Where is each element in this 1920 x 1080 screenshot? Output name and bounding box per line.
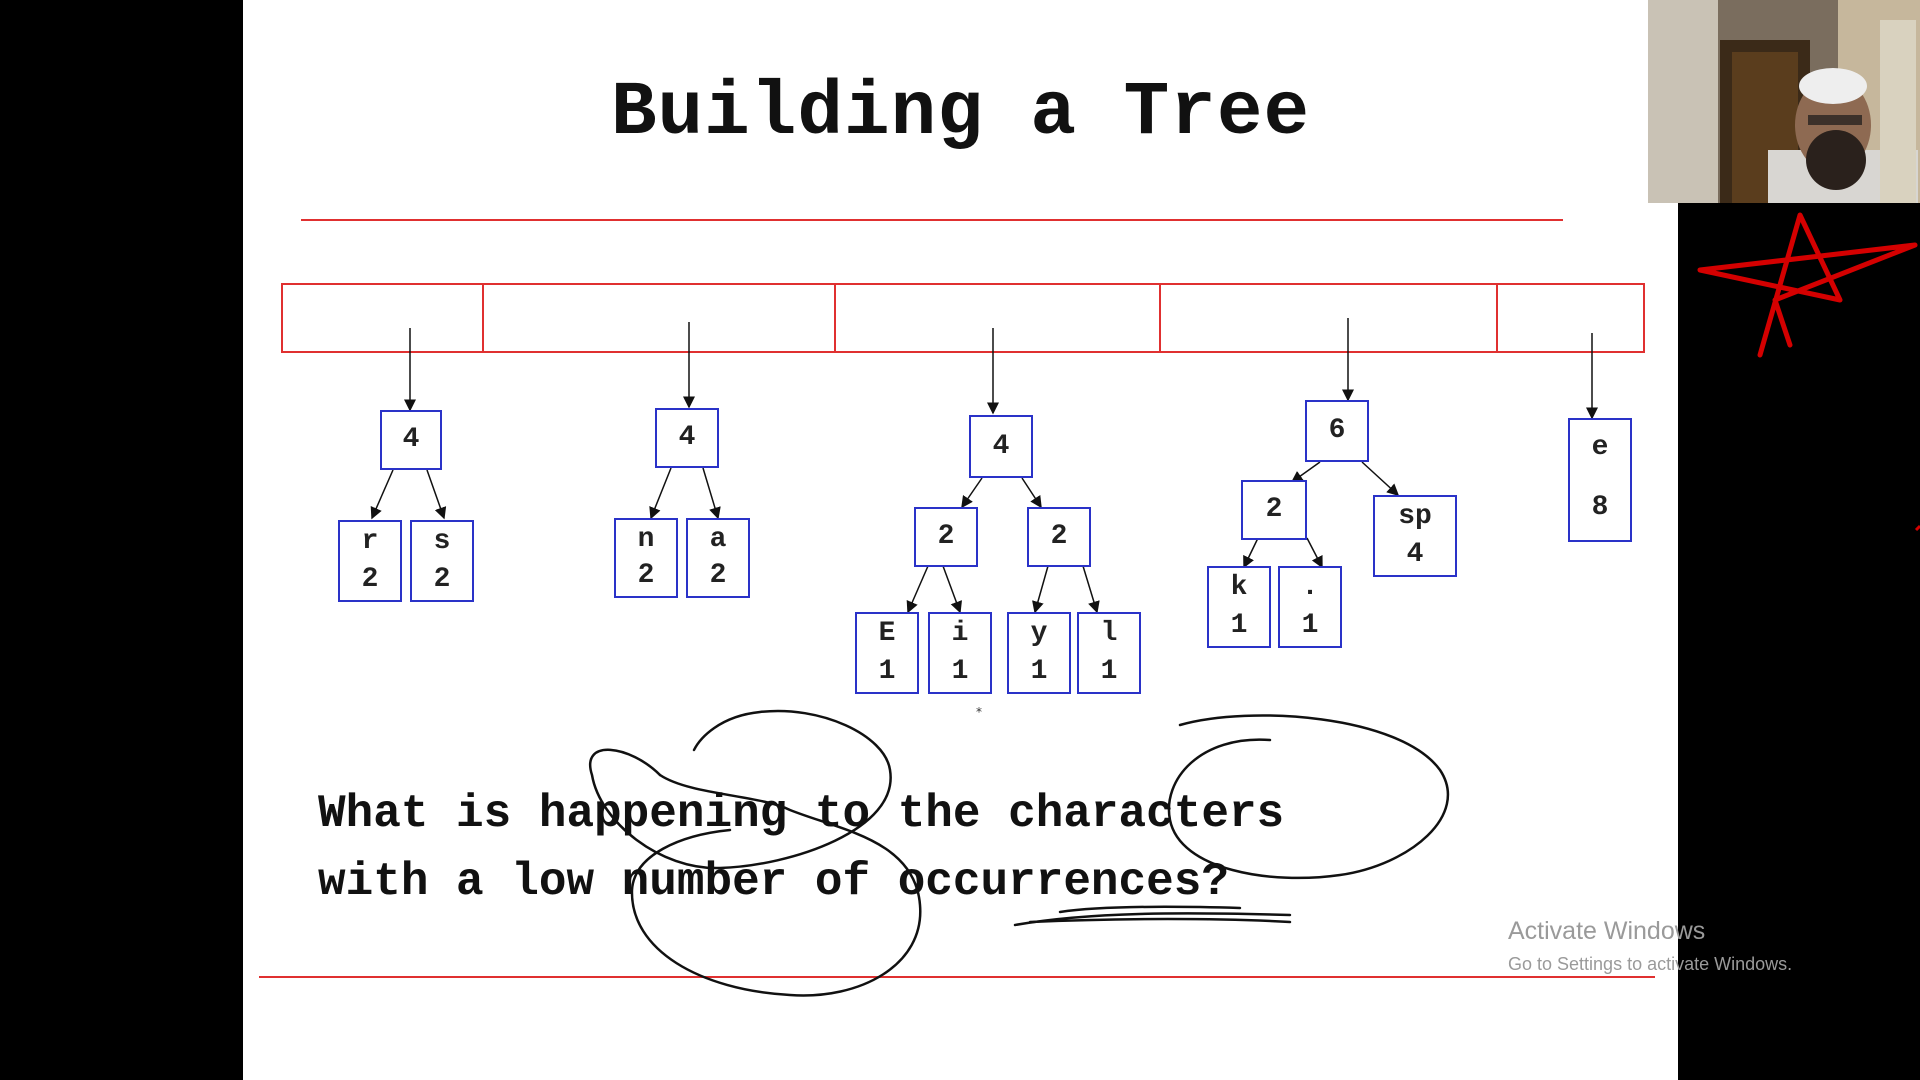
leaf-node-period: .1 <box>1278 566 1342 648</box>
question-text: What is happening to the characters with… <box>318 780 1518 916</box>
tree3-root-node: 4 <box>969 415 1033 478</box>
red-star-icon <box>1697 212 1918 358</box>
tree4-root-node: 6 <box>1305 400 1369 462</box>
tree1-root-node: 4 <box>380 410 442 470</box>
watermark-line-1: Activate Windows <box>1508 917 1706 945</box>
tree-edges <box>370 318 1598 614</box>
webcam-feed <box>1648 0 1920 203</box>
windows-activation-watermark: Activate Windows Go to Settings to activ… <box>1508 917 1792 975</box>
slide-title: Building a Tree <box>610 70 1311 156</box>
ink-circles <box>588 709 1450 997</box>
priority-queue <box>281 283 1645 353</box>
internal-node-right: 2 <box>1027 507 1091 567</box>
tree2-root-node: 4 <box>655 408 719 468</box>
internal-node: 2 <box>1241 480 1307 540</box>
watermark-line-2: Go to Settings to activate Windows. <box>1508 954 1793 974</box>
question-line-2: with a low number of occurrences? <box>318 856 1229 908</box>
internal-node-left: 2 <box>914 507 978 567</box>
presenter-video <box>1648 0 1920 203</box>
svg-text:*: * <box>976 705 982 719</box>
